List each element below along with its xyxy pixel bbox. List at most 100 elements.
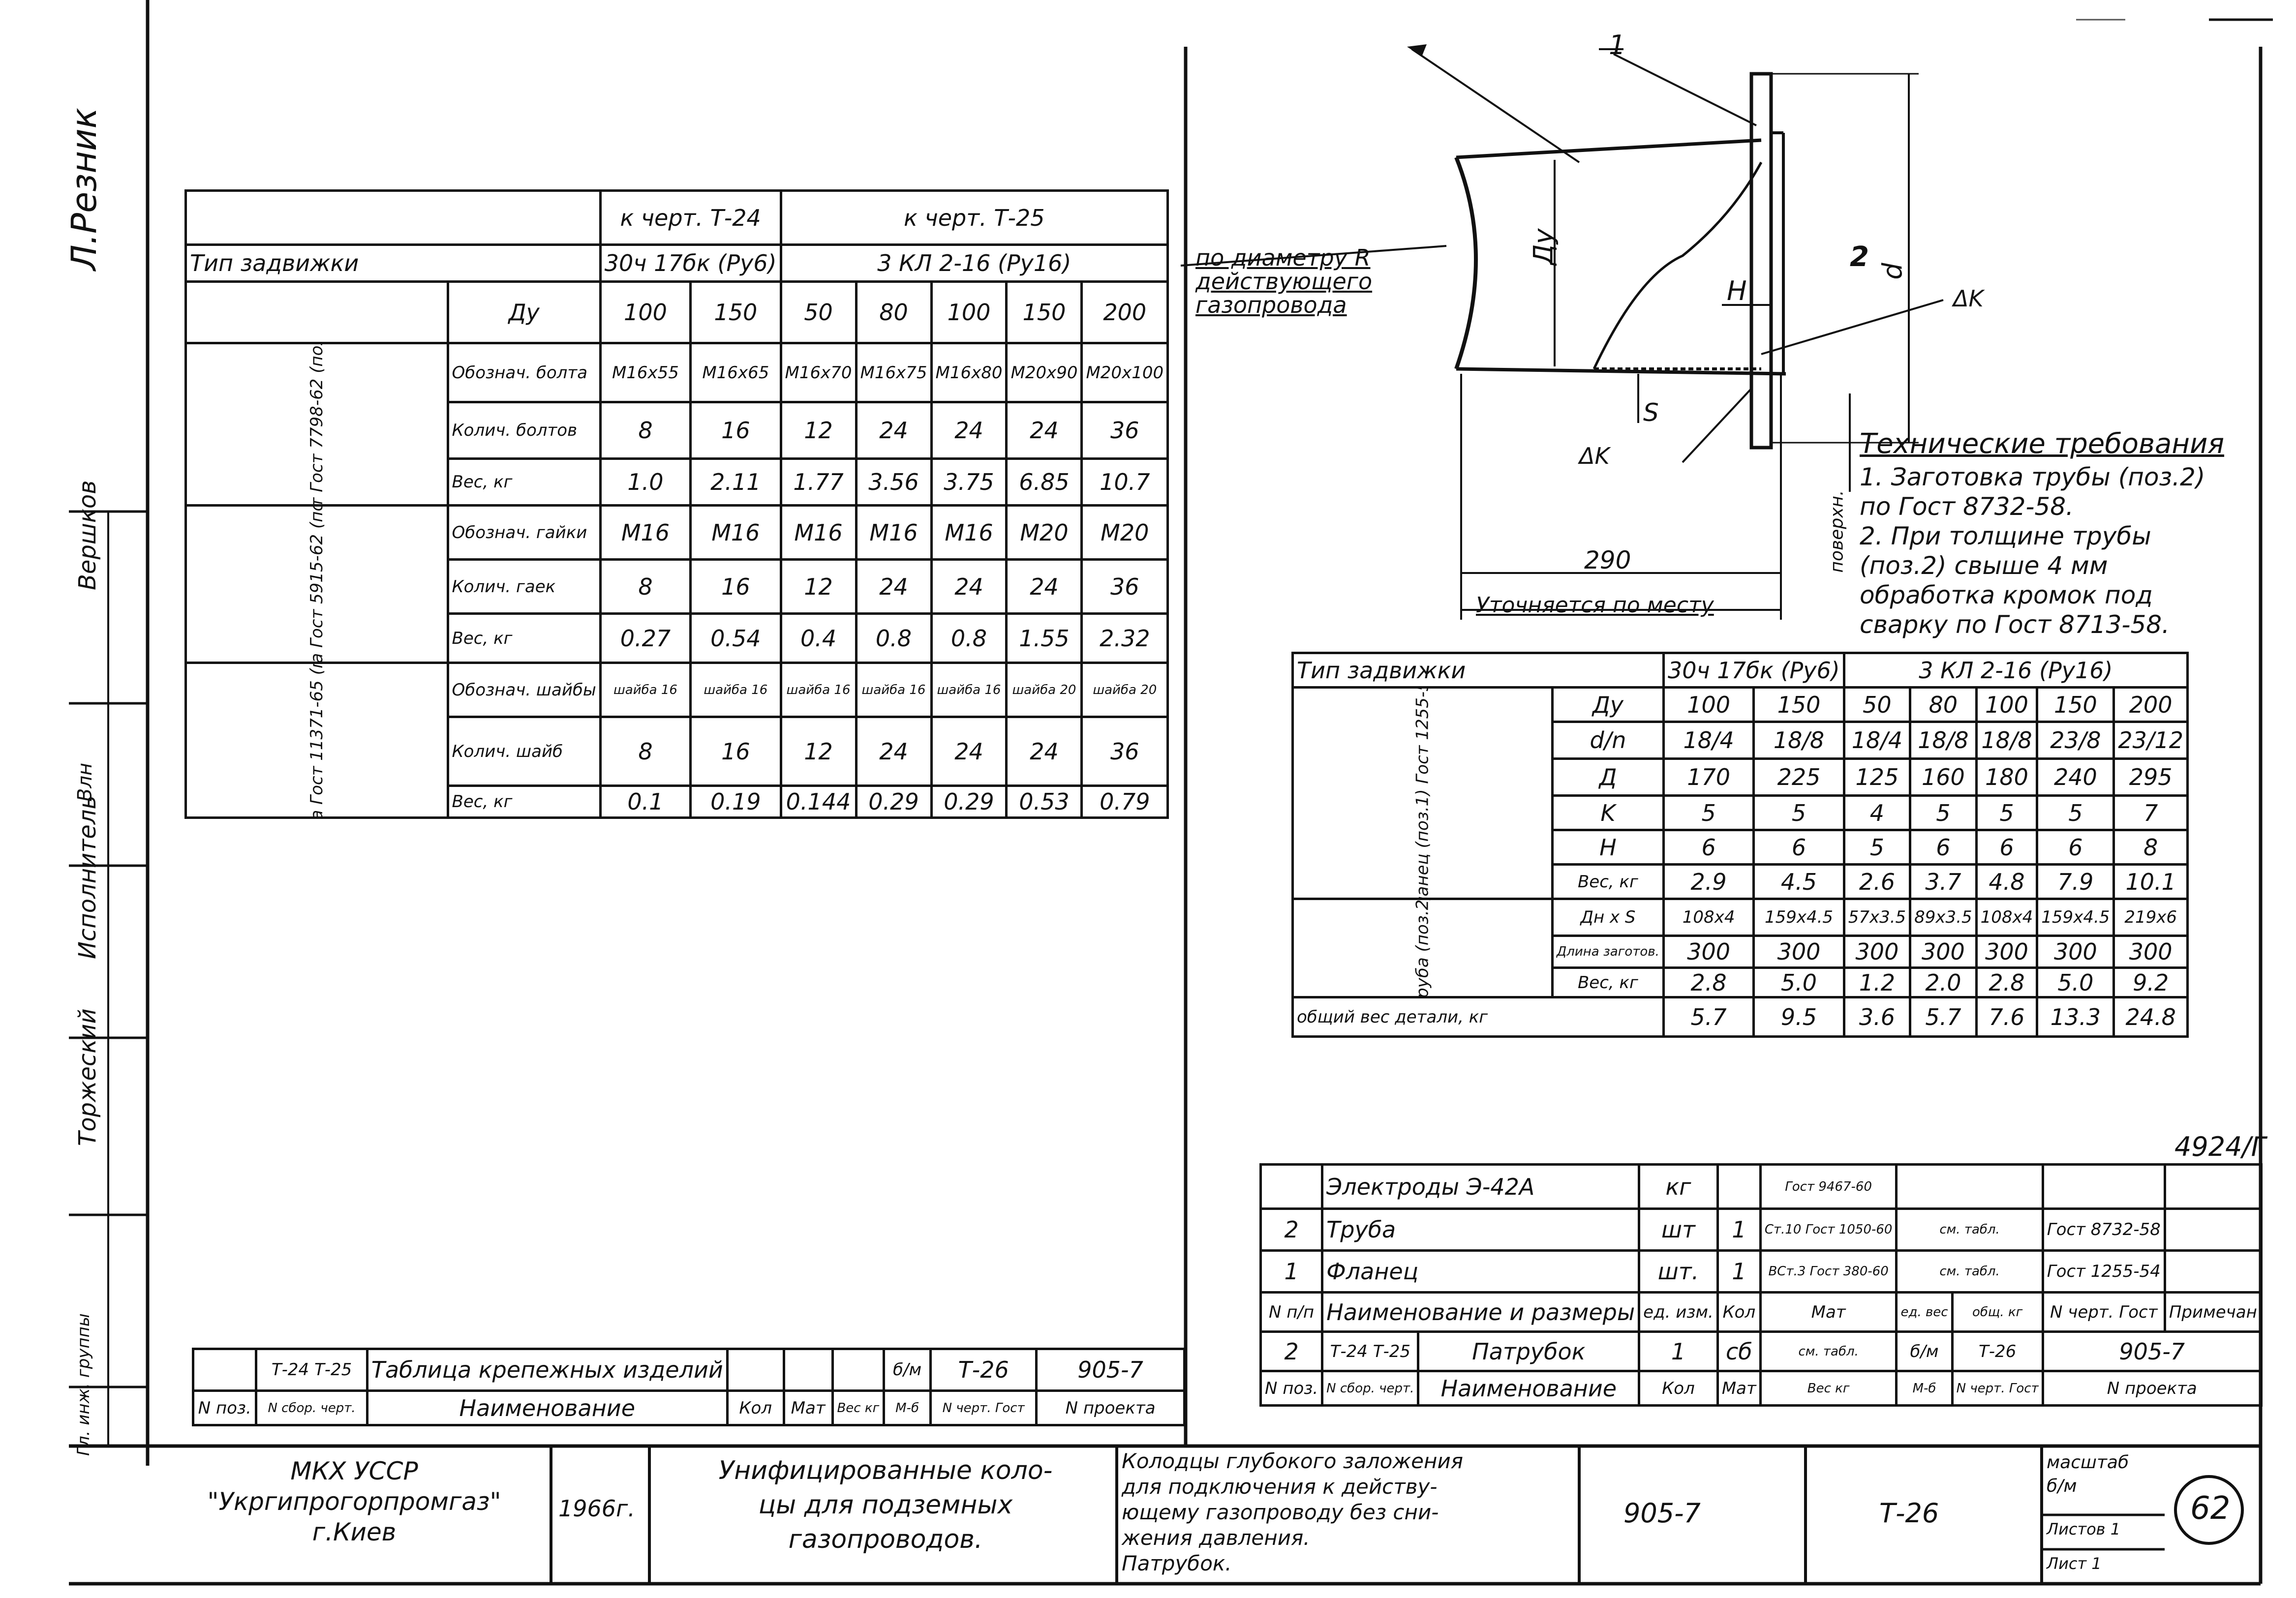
cell: 300 bbox=[1975, 935, 2039, 969]
spec-header-ves1: ед. вес bbox=[1895, 1291, 1954, 1333]
sidebar-sign: Влн bbox=[74, 762, 96, 802]
cell: 300 bbox=[2112, 935, 2189, 969]
header-k25: к черт. Т-25 bbox=[779, 189, 1169, 246]
cell: 4 bbox=[1842, 794, 1912, 831]
spec-mat: ВСт.3 Гост 380-60 bbox=[1759, 1249, 1898, 1294]
cell: 160 bbox=[1909, 757, 1978, 797]
cell: 240 bbox=[2036, 757, 2115, 797]
cell: М16х65 bbox=[689, 342, 782, 403]
title-proj: 905-7 bbox=[1623, 1498, 1701, 1529]
footer-name: Наименование bbox=[1417, 1370, 1641, 1407]
spec-unit: шт bbox=[1638, 1207, 1719, 1252]
du: 80 bbox=[1909, 686, 1978, 723]
spec-ves bbox=[1895, 1163, 2044, 1210]
cell: 5 bbox=[1662, 794, 1755, 831]
cell: 24 bbox=[855, 558, 933, 615]
row-label: Колич. шайб bbox=[446, 716, 602, 787]
total-cell: 7.6 bbox=[1975, 996, 2039, 1038]
title-project: Унифицированные коло- цы для подземных г… bbox=[718, 1456, 1053, 1554]
item-mb: б/м bbox=[1895, 1330, 1954, 1372]
cell: шайба 16 bbox=[689, 662, 782, 718]
spec-mat: Ст.10 Гост 1050-60 bbox=[1759, 1207, 1898, 1252]
row-label: Длина заготов. bbox=[1551, 935, 1665, 969]
cell: 0.27 bbox=[599, 612, 692, 664]
cell: 89х3.5 bbox=[1909, 898, 1978, 937]
label-pos-1: 1 bbox=[1609, 30, 1626, 60]
cell: 12 bbox=[779, 716, 857, 787]
sidebar-label-3: Торжеский bbox=[74, 1008, 101, 1146]
row-label: H bbox=[1551, 829, 1665, 866]
cell: шайба 20 bbox=[1080, 662, 1169, 718]
spec-n: 2 bbox=[1259, 1207, 1324, 1252]
tip-a: 30ч 17бк (Ру6) bbox=[1662, 652, 1845, 689]
row-label: Вес, кг bbox=[446, 784, 602, 819]
spec-cher: Гост 8732-58 bbox=[2041, 1207, 2166, 1252]
cell: М16 bbox=[779, 504, 857, 561]
title-sheets: Листов 1 bbox=[2047, 1520, 2121, 1538]
du-cell: 150 bbox=[1005, 280, 1083, 344]
cell: 5 bbox=[1975, 794, 2039, 831]
cell: 108х4 bbox=[1975, 898, 2039, 937]
cell: 300 bbox=[1752, 935, 1845, 969]
spec-header-mat: Мат bbox=[1759, 1291, 1898, 1333]
cell: М16х55 bbox=[599, 342, 692, 403]
cell: 0.29 bbox=[930, 784, 1008, 819]
cell: 159х4.5 bbox=[2036, 898, 2115, 937]
cell: 1.2 bbox=[1842, 966, 1912, 998]
cell: 8 bbox=[2112, 829, 2189, 866]
spec-unit: шт. bbox=[1638, 1249, 1719, 1294]
cell: 180 bbox=[1975, 757, 2039, 797]
cell: 0.1 bbox=[599, 784, 692, 819]
tip-label: Тип задвижки bbox=[1291, 652, 1665, 689]
cell: 18/8 bbox=[1975, 721, 2039, 760]
cell: М16 bbox=[689, 504, 782, 561]
item-kol: 1 bbox=[1638, 1330, 1719, 1372]
cell: 7 bbox=[2112, 794, 2189, 831]
lspec-footer-ves: Вес кг bbox=[831, 1389, 885, 1426]
cell: М20х90 bbox=[1005, 342, 1083, 403]
header-k24: к черт. Т-24 bbox=[599, 189, 782, 246]
item-mat: сб bbox=[1716, 1330, 1762, 1372]
cell: М16 bbox=[855, 504, 933, 561]
title-sheet-code: Т-26 bbox=[1879, 1498, 1939, 1529]
du: 100 bbox=[1662, 686, 1755, 723]
cell: 8 bbox=[599, 401, 692, 460]
cell: 36 bbox=[1080, 558, 1169, 615]
item-ves: см. табл. bbox=[1759, 1330, 1898, 1372]
spec-header-kol: Кол bbox=[1716, 1291, 1762, 1333]
cell: 2.32 bbox=[1080, 612, 1169, 664]
lspec-ves bbox=[831, 1348, 885, 1392]
cell: 24 bbox=[855, 401, 933, 460]
row-label: K bbox=[1551, 794, 1665, 831]
cell: 2.11 bbox=[689, 457, 782, 507]
cell: 0.29 bbox=[855, 784, 933, 819]
cell: 10.7 bbox=[1080, 457, 1169, 507]
cell: 36 bbox=[1080, 716, 1169, 787]
cell: 3.56 bbox=[855, 457, 933, 507]
cell: 18/4 bbox=[1842, 721, 1912, 760]
cell: шайба 20 bbox=[1005, 662, 1083, 718]
page-number: 62 bbox=[2190, 1490, 2231, 1527]
title-scale: масштаб б/м bbox=[2047, 1452, 2129, 1496]
label-diameter: по диаметру R действующего газопровода bbox=[1195, 244, 1373, 318]
lspec-mb: б/м bbox=[882, 1348, 932, 1392]
footer-cher: N черт. Гост bbox=[1951, 1370, 2044, 1407]
cell: 2.0 bbox=[1909, 966, 1978, 998]
cell: 23/12 bbox=[2112, 721, 2189, 760]
cell: шайба 16 bbox=[779, 662, 857, 718]
footer-mb: М-б bbox=[1895, 1370, 1954, 1407]
row-label: d/n bbox=[1551, 721, 1665, 760]
total-cell: 13.3 bbox=[2036, 996, 2115, 1038]
label-290: 290 bbox=[1584, 546, 1631, 574]
cell: 8 bbox=[599, 716, 692, 787]
label-k2: ΔK bbox=[1579, 443, 1610, 469]
label-du: Ду bbox=[1528, 228, 1559, 265]
cell: 0.144 bbox=[779, 784, 857, 819]
row-label: Д bbox=[1551, 757, 1665, 797]
lspec-footer-proj: N проекта bbox=[1035, 1389, 1186, 1426]
lspec-footer-cher: N черт. Гост bbox=[929, 1389, 1038, 1426]
cell: 6.85 bbox=[1005, 457, 1083, 507]
group-bolt: Болт Гост 7798-62 (поз.7) bbox=[184, 342, 449, 507]
du: 100 bbox=[1975, 686, 2039, 723]
cell: 16 bbox=[689, 716, 782, 787]
